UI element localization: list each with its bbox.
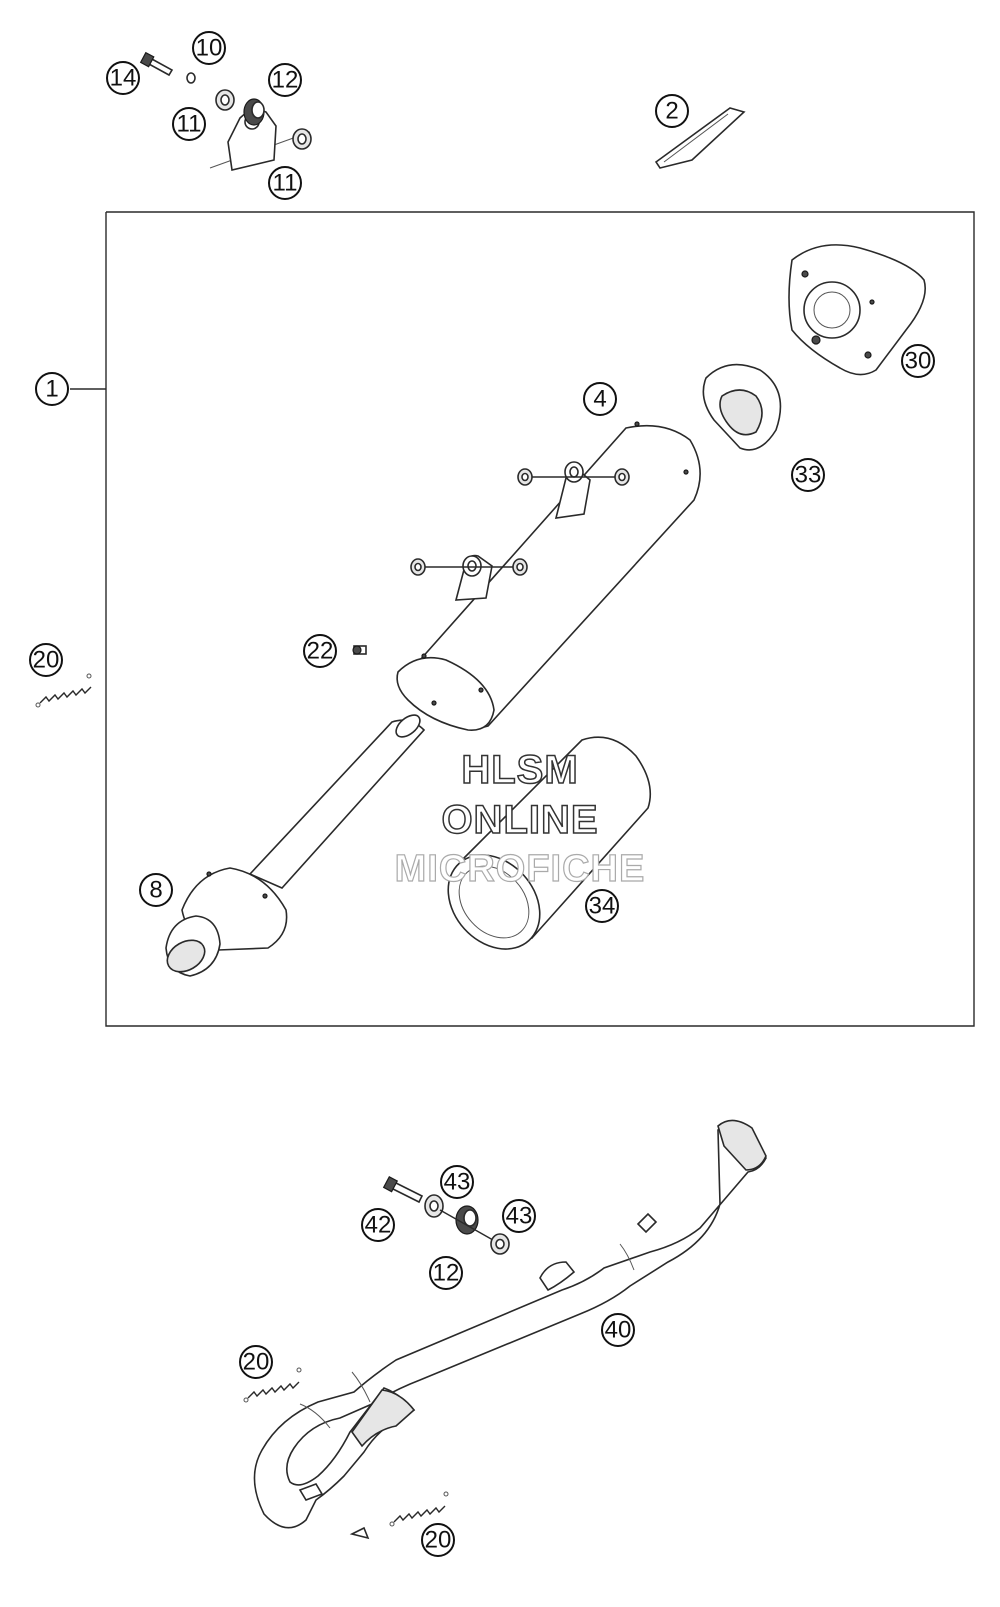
callout-20-bottom[interactable]: 20 <box>421 1523 455 1557</box>
svg-text:8: 8 <box>149 877 162 904</box>
svg-text:10: 10 <box>196 35 223 62</box>
callout-43-top[interactable]: 43 <box>440 1165 474 1199</box>
svg-text:22: 22 <box>307 638 334 665</box>
callout-22[interactable]: 22 <box>303 634 337 668</box>
svg-text:14: 14 <box>110 65 137 92</box>
svg-text:20: 20 <box>243 1349 270 1376</box>
callout-20-mid[interactable]: 20 <box>239 1345 273 1379</box>
svg-text:40: 40 <box>605 1317 632 1344</box>
callout-40[interactable]: 40 <box>601 1313 635 1347</box>
svg-text:30: 30 <box>905 348 932 375</box>
callout-12-bottom[interactable]: 12 <box>429 1256 463 1290</box>
callout-11-bottom[interactable]: 11 <box>268 166 302 200</box>
svg-text:43: 43 <box>506 1203 533 1230</box>
svg-text:33: 33 <box>795 462 822 489</box>
callout-42[interactable]: 42 <box>361 1208 395 1242</box>
callout-33[interactable]: 33 <box>791 458 825 492</box>
callout-20-left[interactable]: 20 <box>29 643 63 677</box>
spring <box>389 1491 449 1527</box>
rivet <box>352 645 367 655</box>
callout-8[interactable]: 8 <box>139 873 173 907</box>
spring <box>35 673 92 708</box>
header-pipe <box>253 1119 767 1540</box>
watermark-line-3: MICROFICHE <box>394 847 646 890</box>
svg-text:43: 43 <box>444 1169 471 1196</box>
callout-4[interactable]: 4 <box>583 382 617 416</box>
callout-2[interactable]: 2 <box>655 94 689 128</box>
svg-text:12: 12 <box>433 1260 460 1287</box>
svg-text:34: 34 <box>589 893 616 920</box>
end-cap-gasket <box>702 363 782 451</box>
svg-text:2: 2 <box>665 98 678 125</box>
svg-text:20: 20 <box>33 647 60 674</box>
svg-text:11: 11 <box>177 111 202 138</box>
svg-text:4: 4 <box>593 386 606 413</box>
svg-text:12: 12 <box>272 67 299 94</box>
header-mount-group <box>382 1176 510 1255</box>
svg-text:1: 1 <box>45 376 58 403</box>
watermark-line-1: HLSM <box>461 747 579 793</box>
svg-text:20: 20 <box>425 1527 452 1554</box>
callout-12-top[interactable]: 12 <box>268 63 302 97</box>
callout-10[interactable]: 10 <box>192 31 226 65</box>
callout-1[interactable]: 1 <box>35 372 69 406</box>
svg-text:42: 42 <box>365 1212 392 1239</box>
end-cap-inlet <box>165 714 426 977</box>
bracket-mount-group <box>139 51 312 171</box>
callout-43-right[interactable]: 43 <box>502 1199 536 1233</box>
svg-text:11: 11 <box>273 170 298 197</box>
callout-11-top[interactable]: 11 <box>172 107 206 141</box>
heat-shield-strip <box>654 107 746 169</box>
watermark-line-2: ONLINE <box>441 797 599 843</box>
spring <box>243 1367 302 1403</box>
packing-sleeve <box>447 736 652 950</box>
callout-34[interactable]: 34 <box>585 889 619 923</box>
callout-14[interactable]: 14 <box>106 61 140 95</box>
silencer-body <box>396 421 701 731</box>
end-cap-outlet <box>788 244 926 376</box>
callout-30[interactable]: 30 <box>901 344 935 378</box>
assembly-frame <box>70 211 975 1027</box>
